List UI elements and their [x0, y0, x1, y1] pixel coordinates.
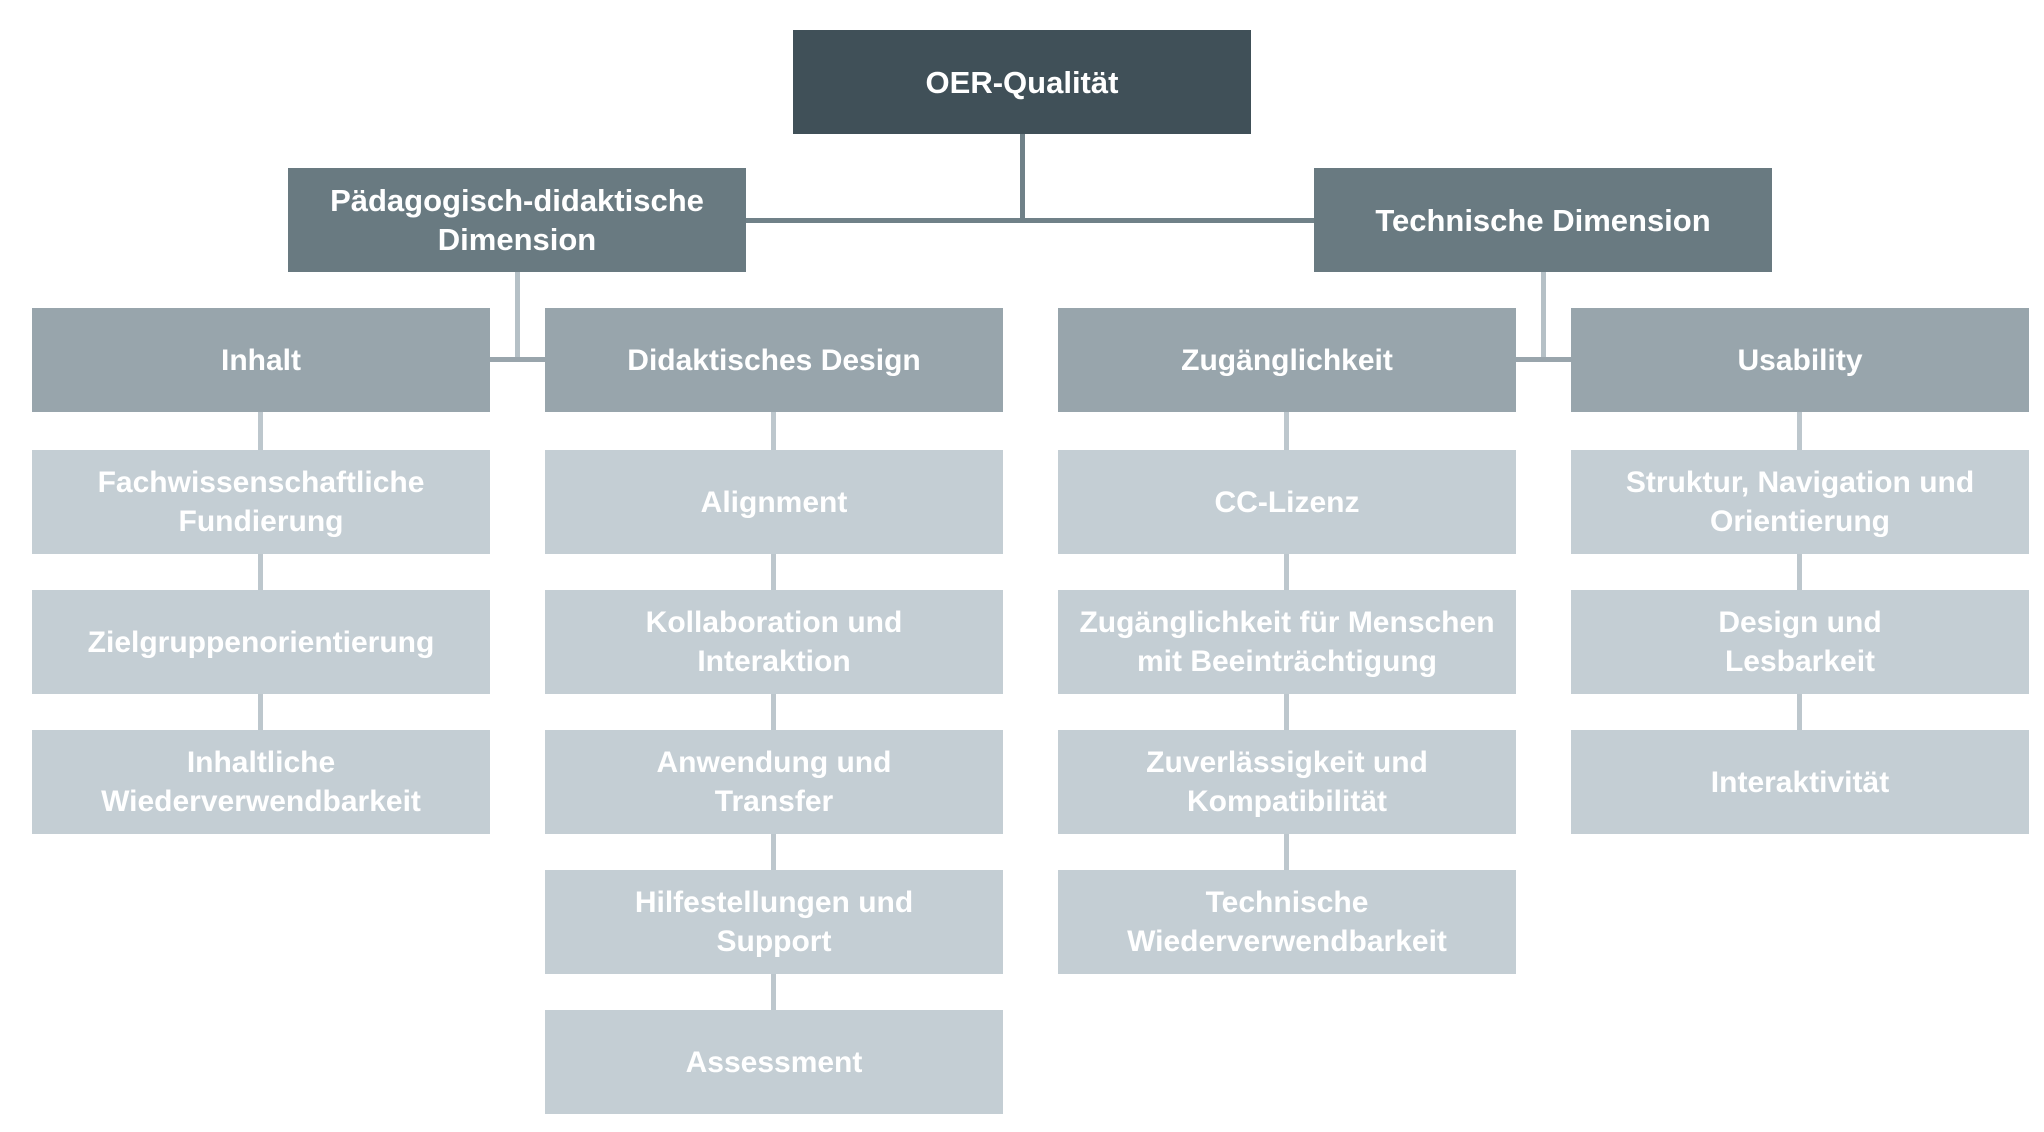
node-label: Inhalt	[221, 343, 301, 377]
node-label: Technische Dimension	[1375, 202, 1711, 238]
node-label: Alignment	[700, 485, 848, 519]
node-label: Zuverlässigkeit und Kompatibilität	[1146, 746, 1428, 818]
node-didaktisches-design: Didaktisches Design	[545, 308, 1003, 412]
node-struktur-navigation-und-orientierung: Struktur, Navigation und Orientierung	[1571, 450, 2029, 554]
node-cc-lizenz: CC-Lizenz	[1058, 450, 1516, 554]
node-label: Didaktisches Design	[627, 343, 921, 377]
node-label: Zielgruppenorientierung	[87, 625, 435, 659]
node-kollaboration-und-interaktion: Kollaboration und Interaktion	[545, 590, 1003, 694]
node-label: CC-Lizenz	[1214, 485, 1360, 519]
node-label: Kollaboration und Interaktion	[645, 606, 903, 678]
node-label: Usability	[1737, 343, 1863, 377]
connector-col2-seg1	[771, 412, 776, 450]
connector-root-vertical	[1020, 134, 1025, 220]
connector-dimensions-horizontal	[746, 218, 1314, 223]
connector-col3-seg3	[1284, 694, 1289, 730]
node-zielgruppenorientierung: Zielgruppenorientierung	[32, 590, 490, 694]
connector-bridge-inhalt-didaktik	[490, 357, 545, 362]
connector-col2-seg3	[771, 694, 776, 730]
node-label: Technische Wiederverwendbarkeit	[1127, 886, 1447, 958]
connector-paedagogisch-vertical	[515, 272, 520, 360]
node-design-und-lesbarkeit: Design und Lesbarkeit	[1571, 590, 2029, 694]
connector-col3-seg2	[1284, 554, 1289, 590]
node-hilfestellungen-und-support: Hilfestellungen und Support	[545, 870, 1003, 974]
node-fachwissenschaftliche-fundierung: Fachwissenschaftliche Fundierung	[32, 450, 490, 554]
node-zuverlaessigkeit-und-kompatibilitaet: Zuverlässigkeit und Kompatibilität	[1058, 730, 1516, 834]
connector-col4-seg2	[1797, 554, 1802, 590]
node-anwendung-und-transfer: Anwendung und Transfer	[545, 730, 1003, 834]
node-oer-qualitaet: OER-Qualität	[793, 30, 1251, 134]
connector-col3-seg1	[1284, 412, 1289, 450]
node-label: Hilfestellungen und Support	[634, 886, 914, 958]
node-label: OER-Qualität	[925, 64, 1119, 100]
connector-technisch-vertical	[1541, 272, 1546, 360]
connector-col2-seg2	[771, 554, 776, 590]
connector-col4-seg1	[1797, 412, 1802, 450]
connector-col1-seg1	[258, 412, 263, 450]
node-label: Design und Lesbarkeit	[1718, 606, 1882, 678]
node-label: Zugänglichkeit	[1181, 343, 1393, 377]
node-usability: Usability	[1571, 308, 2029, 412]
node-paedagogisch-didaktische-dimension: Pädagogisch-didaktische Dimension	[288, 168, 746, 272]
node-interaktivitaet: Interaktivität	[1571, 730, 2029, 834]
node-zugaenglichkeit: Zugänglichkeit	[1058, 308, 1516, 412]
connector-col3-seg4	[1284, 834, 1289, 870]
connector-col1-seg2	[258, 554, 263, 590]
node-label: Inhaltliche Wiederverwendbarkeit	[101, 746, 421, 818]
node-label: Struktur, Navigation und Orientierung	[1625, 466, 1975, 538]
node-label: Pädagogisch-didaktische Dimension	[330, 183, 704, 257]
node-inhaltliche-wiederverwendbarkeit: Inhaltliche Wiederverwendbarkeit	[32, 730, 490, 834]
node-label: Fachwissenschaftliche Fundierung	[97, 466, 425, 538]
node-zugaenglichkeit-fuer-menschen-mit-beeintraechtigung: Zugänglichkeit für Menschen mit Beeinträ…	[1058, 590, 1516, 694]
connector-col2-seg5	[771, 974, 776, 1010]
node-label: Anwendung und Transfer	[656, 746, 892, 818]
node-technische-dimension: Technische Dimension	[1314, 168, 1772, 272]
connector-col2-seg4	[771, 834, 776, 870]
node-alignment: Alignment	[545, 450, 1003, 554]
connector-bridge-zugaenglichkeit-usability	[1516, 357, 1571, 362]
node-label: Interaktivität	[1710, 765, 1890, 799]
connector-col1-seg3	[258, 694, 263, 730]
node-label: Assessment	[685, 1045, 863, 1079]
node-technische-wiederverwendbarkeit: Technische Wiederverwendbarkeit	[1058, 870, 1516, 974]
node-inhalt: Inhalt	[32, 308, 490, 412]
connector-col4-seg3	[1797, 694, 1802, 730]
node-assessment: Assessment	[545, 1010, 1003, 1114]
node-label: Zugänglichkeit für Menschen mit Beeinträ…	[1079, 606, 1495, 678]
